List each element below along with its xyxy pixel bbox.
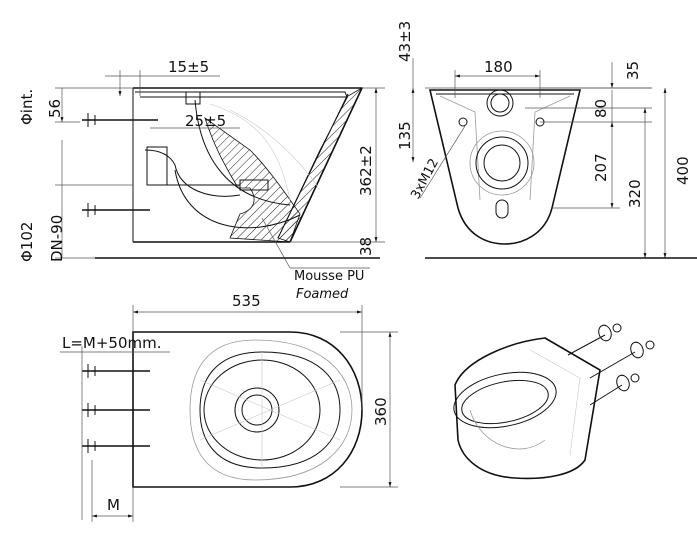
dim-3xm12-label: 3xM12 bbox=[408, 156, 442, 202]
foam-label-en: Foamed bbox=[296, 287, 349, 302]
foam-label: Mousse PU bbox=[294, 269, 364, 284]
top-bolt-2 bbox=[82, 403, 150, 417]
dim-180-label: 180 bbox=[484, 58, 513, 76]
dim-135-label: 135 bbox=[396, 121, 414, 150]
dim-43-label: 43±3 bbox=[396, 21, 414, 62]
dim-400-label: 400 bbox=[674, 156, 692, 185]
dim-207-label: 207 bbox=[592, 153, 610, 182]
dim-35-label: 35 bbox=[624, 61, 642, 80]
dim-bolt-length-label: L=M+50mm. bbox=[62, 334, 162, 352]
dim-80-label: 80 bbox=[592, 99, 610, 118]
dim-dn90-label: DN-90 bbox=[48, 215, 66, 262]
iso-bolt-3 bbox=[589, 373, 640, 406]
iso-bolt-2 bbox=[589, 340, 655, 379]
dim-phi-int-label: Φint. bbox=[18, 89, 36, 125]
dim-38-label: 38 bbox=[357, 237, 375, 256]
iso-bolt-1 bbox=[567, 323, 622, 356]
dim-25-label: 25±5 bbox=[185, 112, 226, 130]
dim-m-label: M bbox=[107, 496, 120, 514]
isometric-view bbox=[453, 323, 655, 480]
top-view: 535 L=M+50mm. 360 M bbox=[60, 292, 398, 522]
dim-535-label: 535 bbox=[232, 292, 261, 310]
lower-bolt bbox=[82, 203, 150, 217]
front-view: 180 43±3 135 3xM12 35 80 207 320 400 bbox=[396, 21, 697, 259]
dim-320-label: 320 bbox=[626, 179, 644, 208]
dim-15-label: 15±5 bbox=[168, 58, 209, 76]
dim-360-label: 360 bbox=[372, 397, 390, 426]
top-bolt-3 bbox=[82, 439, 150, 453]
dim-56-label: 56 bbox=[46, 99, 64, 118]
side-section-view: 15±5 25±5 56 Φint. Φ102 DN-90 362±2 38 M… bbox=[18, 58, 385, 302]
dim-362-label: 362±2 bbox=[357, 145, 375, 196]
top-bolt-1 bbox=[82, 364, 150, 378]
upper-bolt bbox=[82, 113, 158, 127]
dim-phi102-label: Φ102 bbox=[18, 222, 36, 262]
